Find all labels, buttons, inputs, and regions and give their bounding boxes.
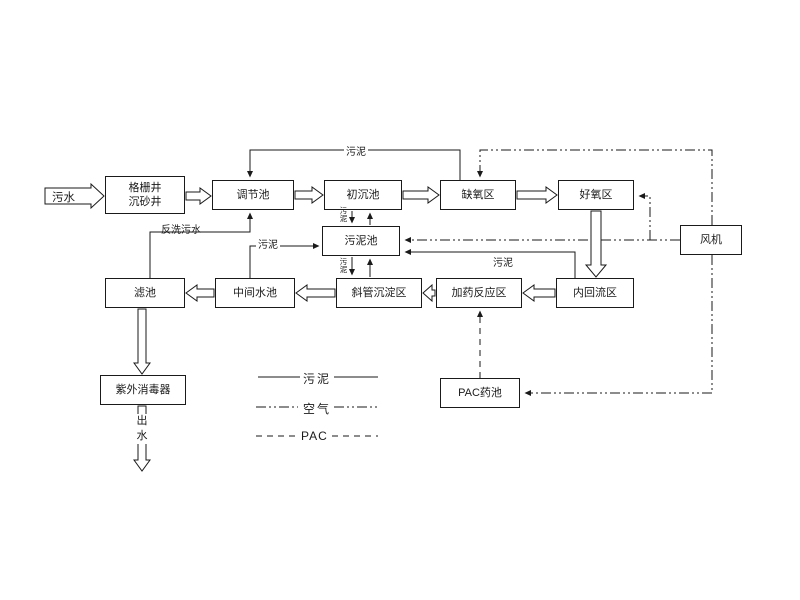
arrow-regulating-to-primary — [294, 186, 324, 204]
edge-label-backwash: 反洗污水 — [161, 225, 201, 236]
node-intermediate-tank: 中间水池 — [215, 278, 295, 308]
arrow-inclined-to-intermediate — [295, 284, 336, 302]
legend-air-label: 空气 — [303, 402, 332, 416]
air-to-aerobic-line — [638, 193, 651, 240]
edge-label-sludge-small-upper: 污泥 — [339, 206, 348, 224]
arrow-intermediate-to-filter — [185, 284, 215, 302]
grit-well-label-line2: 沉砂井 — [128, 196, 162, 208]
node-grit-well: 格栅井 沉砂井 — [105, 176, 185, 214]
edge-label-sludge-right: 污泥 — [493, 258, 513, 269]
node-sludge-tank: 污泥池 — [322, 226, 400, 256]
node-anoxic-zone: 缺氧区 — [440, 180, 516, 210]
air-lines — [404, 149, 713, 396]
edge-label-sludge-small-lower: 污泥 — [339, 257, 348, 275]
grit-well-label-line1: 格栅井 — [128, 181, 162, 194]
inflow-arrow — [44, 182, 105, 210]
arrow-aerobic-to-reflux — [584, 210, 608, 278]
arrow-filter-to-uv — [133, 308, 151, 375]
air-to-anoxic-line — [477, 149, 713, 225]
node-filter-tank: 滤池 — [105, 278, 185, 308]
sludge-mid-line — [249, 243, 320, 278]
legend-sludge-label: 污泥 — [303, 372, 332, 386]
legend-pac-label: PAC — [301, 429, 328, 443]
arrow-reflux-to-dosing — [522, 284, 556, 302]
node-primary-sedimentation: 初沉池 — [324, 180, 402, 210]
outflow-label: 出水 — [135, 414, 149, 444]
sludge-right-line — [404, 249, 576, 278]
node-pac-tank: PAC药池 — [440, 378, 520, 408]
node-inclined-tube-settling-zone: 斜管沉淀区 — [336, 278, 422, 308]
inflow-label: 污水 — [52, 192, 75, 204]
node-blower: 风机 — [680, 225, 742, 255]
arrow-anoxic-to-aerobic — [516, 186, 558, 204]
arrow-dosing-to-inclined — [422, 283, 436, 303]
node-aerobic-zone: 好氧区 — [558, 180, 634, 210]
legend-lines — [256, 376, 378, 437]
node-uv-disinfector: 紫外消毒器 — [100, 375, 186, 405]
edge-label-sludge-top: 污泥 — [344, 143, 368, 158]
arrow-grit-to-regulating — [185, 187, 212, 205]
node-internal-reflux-zone: 内回流区 — [556, 278, 634, 308]
backwash-line — [149, 212, 253, 278]
node-regulating-tank: 调节池 — [212, 180, 294, 210]
node-dosing-reaction-zone: 加药反应区 — [436, 278, 522, 308]
air-to-pac-tank-line — [524, 255, 713, 396]
edge-label-sludge-mid: 污泥 — [256, 236, 280, 251]
arrow-primary-to-anoxic — [402, 186, 440, 204]
